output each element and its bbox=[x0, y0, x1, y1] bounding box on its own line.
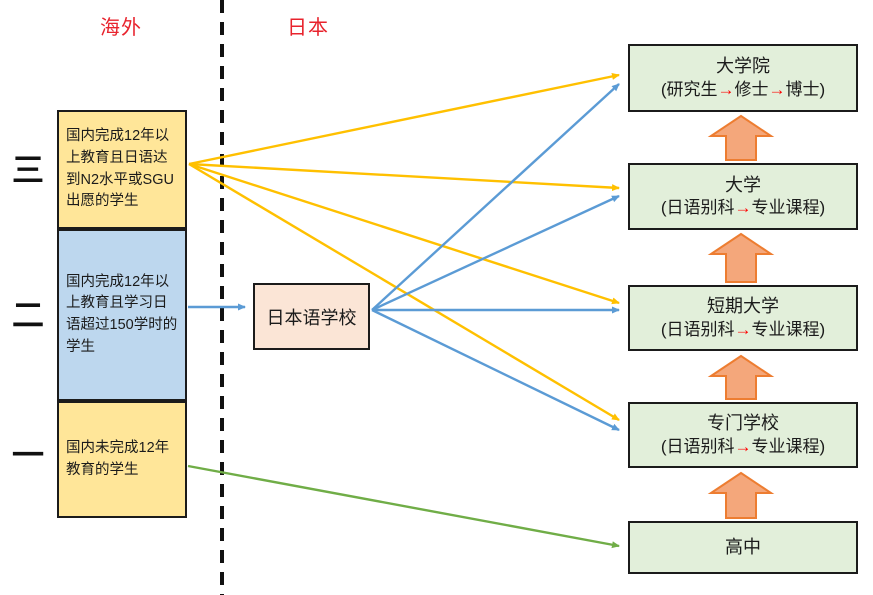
inline-red-arrow-icon: → bbox=[734, 319, 752, 339]
tier3-students-label: 国内完成12年以上教育且日语达到N2水平或SGU出愿的学生 bbox=[66, 128, 174, 210]
institution-title: 大学院 bbox=[716, 56, 770, 77]
progression-arrows bbox=[707, 114, 775, 519]
arrow-language-school-to-daigakuin bbox=[371, 83, 620, 311]
arrow-tier1-to-highschool bbox=[187, 464, 620, 549]
arrow-language-school-to-daigaku bbox=[371, 194, 620, 312]
institution-box-tanki-daigaku: 短期大学 (日语别科→专业课程) bbox=[628, 285, 858, 351]
institution-subtitle: (日语别科→专业课程) bbox=[660, 319, 826, 339]
institution-subtitle: (日语别科→专业课程) bbox=[660, 198, 826, 218]
inline-red-arrow-icon: → bbox=[734, 198, 752, 218]
tier-numeral-3: 三 bbox=[11, 152, 44, 188]
arrow-tier3-to-senmon-gakko bbox=[188, 162, 620, 422]
inline-red-arrow-icon: → bbox=[717, 79, 735, 99]
progression-arrow-tanki-to-daigaku bbox=[707, 232, 775, 283]
arrow-tier3-to-daigaku bbox=[188, 162, 620, 192]
inline-red-arrow-icon: → bbox=[734, 436, 752, 456]
institution-title: 短期大学 bbox=[707, 296, 779, 317]
language-school-box: 日本语学校 bbox=[253, 283, 370, 350]
tier-numeral-2: 二 bbox=[11, 297, 44, 333]
institution-box-highschool: 高中 bbox=[628, 521, 858, 574]
institution-box-daigakuin: 大学院 (研究生→修士→博士) bbox=[628, 44, 858, 112]
institution-box-senmon-gakko: 专门学校 (日语别科→专业课程) bbox=[628, 402, 858, 468]
progression-arrow-daigaku-to-daigakuin bbox=[707, 114, 775, 161]
progression-arrow-highschool-to-senmon bbox=[707, 471, 775, 519]
institution-box-daigaku: 大学 (日语别科→专业课程) bbox=[628, 163, 858, 230]
tier1-students-label: 国内未完成12年教育的学生 bbox=[66, 439, 170, 478]
tier1-students-box: 国内未完成12年教育的学生 bbox=[57, 401, 187, 518]
region-label-overseas: 海外 bbox=[100, 17, 142, 39]
progression-arrow-senmon-to-tanki bbox=[707, 354, 775, 400]
institution-title: 大学 bbox=[725, 174, 761, 195]
language-school-label: 日本语学校 bbox=[266, 307, 357, 328]
tier2-students-label: 国内完成12年以上教育且学习日语超过150学时的学生 bbox=[66, 273, 178, 355]
tier-numeral-1: 一 bbox=[11, 437, 44, 473]
institution-title: 专门学校 bbox=[707, 413, 779, 434]
institution-title: 高中 bbox=[725, 536, 761, 557]
tier3-students-box: 国内完成12年以上教育且日语达到N2水平或SGU出愿的学生 bbox=[57, 110, 187, 229]
region-label-japan: 日本 bbox=[287, 17, 329, 39]
institution-subtitle: (研究生→修士→博士) bbox=[660, 79, 826, 99]
inline-red-arrow-icon: → bbox=[768, 79, 786, 99]
arrow-language-school-to-senmon-gakko bbox=[371, 308, 620, 432]
arrow-tier3-to-daigakuin bbox=[188, 72, 620, 166]
institution-subtitle: (日语别科→专业课程) bbox=[660, 436, 826, 456]
arrow-tier3-to-tanki-daigaku bbox=[188, 162, 620, 305]
tier2-students-box: 国内完成12年以上教育且学习日语超过150学时的学生 bbox=[57, 229, 187, 401]
